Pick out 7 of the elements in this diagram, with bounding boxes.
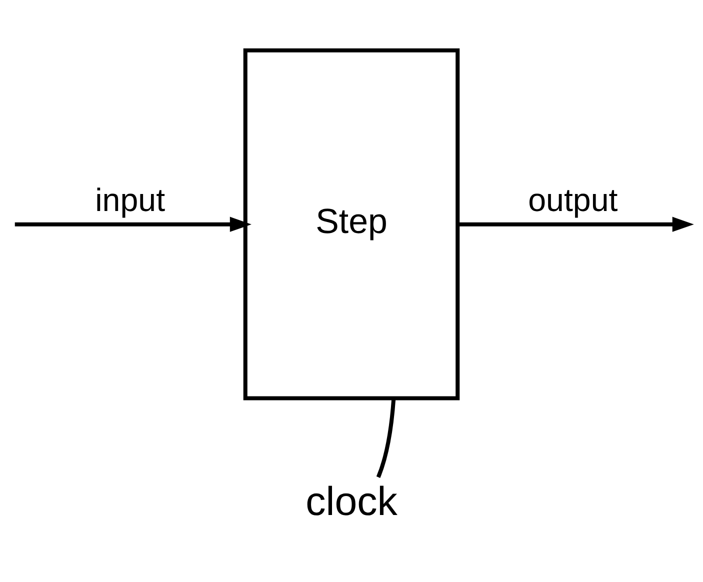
node-text: clock bbox=[306, 478, 398, 524]
node-box: Step bbox=[243, 48, 460, 400]
arrow bbox=[458, 216, 694, 232]
connector bbox=[376, 398, 396, 478]
edge-label: input bbox=[95, 182, 166, 218]
arrow bbox=[14, 216, 252, 232]
edge-label: output bbox=[528, 182, 618, 218]
